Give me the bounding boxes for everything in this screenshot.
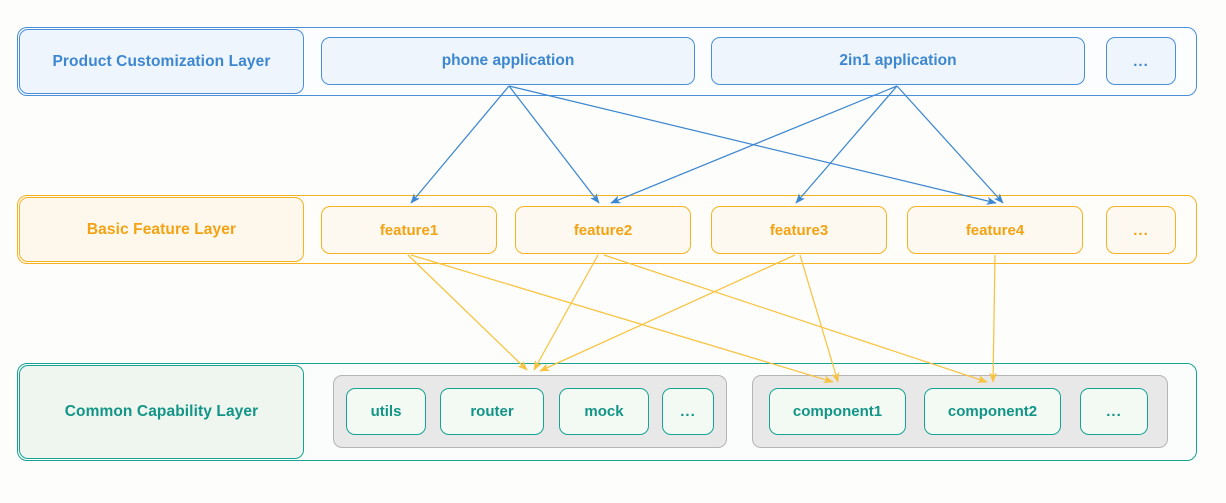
node-utils[interactable]: utils <box>346 388 426 435</box>
node-utility-more[interactable]: ... <box>662 388 714 435</box>
edge-2in1-application-to-feature3 <box>795 85 898 204</box>
basic-feature-layer-title: Basic Feature Layer <box>19 197 304 262</box>
node-feature2[interactable]: feature2 <box>515 206 691 254</box>
edge-2in1-application-to-feature4 <box>896 85 1004 204</box>
edge-phone-application-to-feature2 <box>508 85 600 204</box>
edge-phone-application-to-feature1 <box>410 85 510 204</box>
node-feature3[interactable]: feature3 <box>711 206 887 254</box>
edge-feature1-to-utils <box>407 254 528 371</box>
node-component1[interactable]: component1 <box>769 388 906 435</box>
node-2in1-application[interactable]: 2in1 application <box>711 37 1085 85</box>
node-component2[interactable]: component2 <box>924 388 1061 435</box>
edge-feature3-to-utils <box>539 254 796 372</box>
edge-feature2-to-utils <box>533 254 599 371</box>
node-product-more[interactable]: ... <box>1106 37 1176 85</box>
common-capability-layer-title: Common Capability Layer <box>19 365 304 459</box>
product-customization-layer-title: Product Customization Layer <box>19 29 304 94</box>
node-component-more[interactable]: ... <box>1080 388 1148 435</box>
node-feature1[interactable]: feature1 <box>321 206 497 254</box>
node-feature4[interactable]: feature4 <box>907 206 1083 254</box>
edge-phone-application-to-feature4 <box>508 85 997 205</box>
node-mock[interactable]: mock <box>559 388 649 435</box>
edge-2in1-application-to-feature2 <box>610 85 898 204</box>
node-feature-more[interactable]: ... <box>1106 206 1176 254</box>
node-router[interactable]: router <box>440 388 544 435</box>
node-phone-application[interactable]: phone application <box>321 37 695 85</box>
